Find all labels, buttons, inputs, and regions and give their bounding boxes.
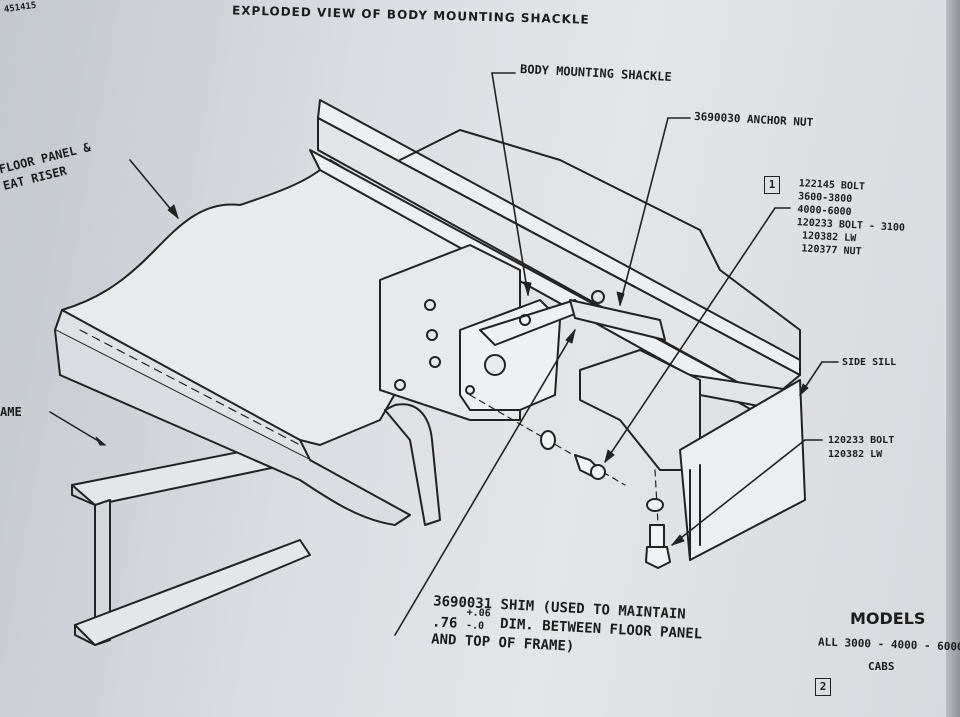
body-sill [309, 99, 801, 421]
arrowheads [95, 204, 809, 546]
leader-lines [49, 72, 839, 636]
page-edge-shadow [946, 0, 960, 717]
callout-1: 1 [764, 176, 780, 194]
label-frame: AME [0, 405, 22, 419]
hardware [469, 394, 671, 569]
shim-tolerance-minus: -.0 [465, 620, 485, 633]
callout-2: 2 [815, 678, 831, 696]
models-cabs: CABS [868, 660, 895, 673]
label-side-sill: SIDE SILL [842, 357, 897, 368]
callout-1-parts-list: 122145 BOLT 3600-3800 4000-6000 120233 B… [795, 177, 907, 261]
frame-rail [71, 439, 311, 646]
models-title: MODELS [850, 609, 926, 628]
shim-value: .76 [431, 614, 458, 632]
label-bolt-lw: 120233 BOLT 120382 LW [828, 435, 895, 460]
shim-tolerance-plus: +.06 [466, 607, 491, 620]
floor-panel [54, 159, 471, 526]
body-mounting-shackle [459, 290, 666, 411]
